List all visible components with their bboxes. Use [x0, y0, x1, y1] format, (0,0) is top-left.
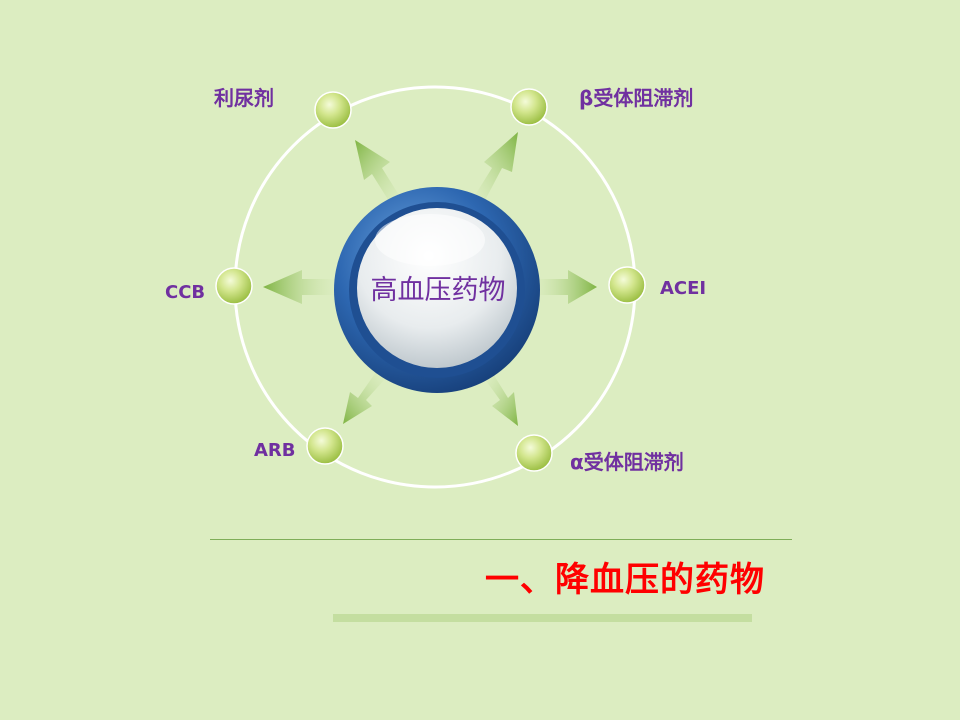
node-diuretic [314, 91, 352, 129]
node-ccb [215, 267, 253, 305]
node-acei [608, 266, 646, 304]
label-alpha-blocker: α受体阻滞剂 [570, 450, 684, 474]
arrow-to-arb [343, 372, 386, 424]
node-alpha-blocker [515, 434, 553, 472]
slide-title: 一、降血压的药物 [485, 560, 765, 600]
node-beta-blocker [510, 88, 548, 126]
label-arb: ARB [254, 440, 296, 461]
divider-line [210, 539, 792, 540]
arrow-to-diuretic [355, 140, 402, 206]
decorative-bar [333, 614, 752, 622]
arrow-to-beta-blocker [472, 132, 518, 206]
arrow-to-acei [532, 270, 597, 304]
arrow-to-ccb [263, 270, 338, 304]
label-beta-blocker: β受体阻滞剂 [579, 86, 694, 110]
center-label: 高血压药物 [370, 275, 506, 306]
arrow-to-alpha-blocker [484, 372, 518, 426]
label-diuretic: 利尿剂 [214, 86, 274, 110]
center-hub [334, 187, 540, 393]
label-acei: ACEI [660, 278, 707, 299]
label-ccb: CCB [165, 282, 206, 303]
node-arb [306, 427, 344, 465]
